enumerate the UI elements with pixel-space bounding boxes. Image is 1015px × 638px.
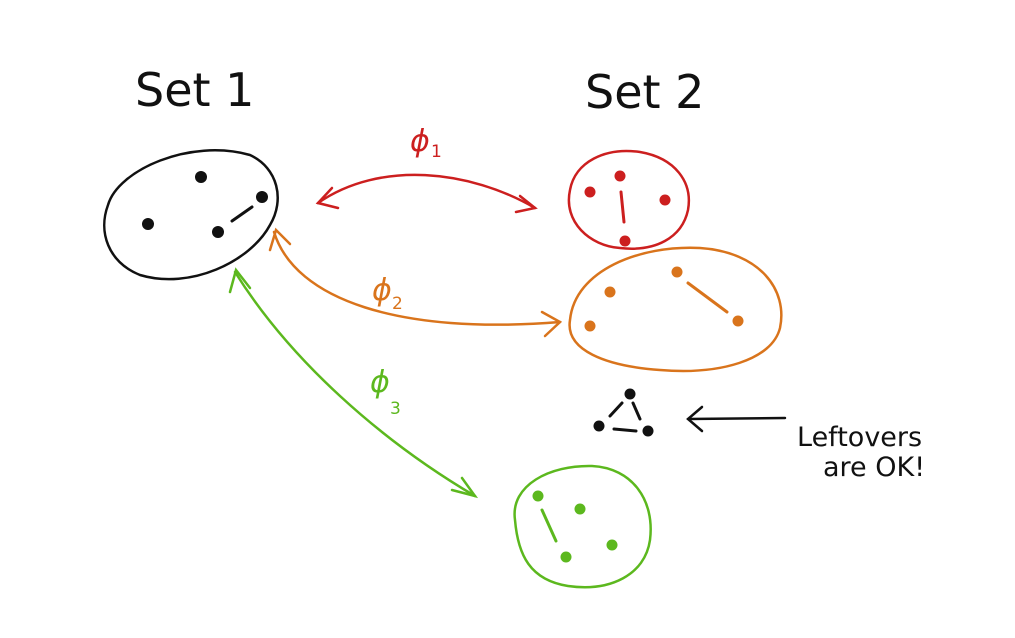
- leftover-node: [624, 388, 636, 400]
- set1-node: [256, 191, 268, 203]
- green-node: [606, 539, 618, 551]
- set1-node: [142, 218, 154, 230]
- leftover-arrow-line: [686, 416, 787, 421]
- orange-node: [732, 315, 744, 327]
- phi2-arrow-head-top: [268, 227, 292, 252]
- orange-subgraph: [568, 246, 783, 373]
- orange-node: [584, 320, 596, 332]
- red-edge: [619, 190, 626, 224]
- red-node: [614, 170, 626, 182]
- red-node: [619, 235, 631, 247]
- set2-title: Set 2: [585, 65, 704, 119]
- orange-edge: [686, 281, 729, 314]
- green-boundary: [513, 464, 652, 589]
- leftover-node: [642, 425, 654, 437]
- phi1-arrow-head-left: [315, 186, 340, 210]
- phi3-subscript: 3: [390, 399, 401, 419]
- green-node: [574, 503, 586, 515]
- leftover-arrow-head: [686, 405, 704, 433]
- phi1-label: ϕ: [410, 124, 430, 159]
- phi1-subscript: 1: [431, 142, 442, 162]
- leftover-graph: [593, 388, 654, 437]
- orange-node: [604, 286, 616, 298]
- note-line2: are OK!: [823, 452, 925, 483]
- red-node: [584, 186, 596, 198]
- leftover-node: [593, 420, 605, 432]
- phi3-arrow: [228, 267, 479, 499]
- orange-boundary: [568, 246, 783, 373]
- phi2-arrow-line: [272, 230, 562, 326]
- red-node: [659, 194, 671, 206]
- note-line1: Leftovers: [797, 422, 922, 453]
- leftover-arrow: [686, 405, 787, 433]
- red-boundary: [567, 149, 691, 250]
- leftover-edge: [612, 427, 638, 433]
- leftover-edge: [631, 401, 642, 421]
- green-node: [532, 490, 544, 502]
- set1-boundary: [103, 149, 279, 281]
- phi1-arrow: [315, 173, 538, 214]
- set1-edge: [230, 205, 254, 223]
- set1-node: [195, 171, 207, 183]
- phi2-arrow: [268, 227, 563, 338]
- green-node: [560, 551, 572, 563]
- set1-title: Set 1: [135, 63, 254, 117]
- phi2-subscript: 2: [392, 294, 403, 314]
- phi1-arrow-head-right: [514, 194, 538, 214]
- set1-node: [212, 226, 224, 238]
- phi1-arrow-line: [316, 173, 537, 210]
- phi3-arrow-head-bottom: [450, 476, 479, 499]
- green-subgraph: [513, 464, 652, 589]
- orange-node: [671, 266, 683, 278]
- phi2-label: ϕ: [372, 273, 392, 308]
- phi3-arrow-line: [233, 270, 477, 498]
- set1-graph: [103, 149, 279, 281]
- phi3-arrow-head-top: [228, 267, 252, 294]
- green-edge: [540, 508, 558, 543]
- phi2-arrow-head-right: [540, 310, 563, 338]
- phi3-label: ϕ: [370, 365, 390, 400]
- leftover-edge: [608, 401, 624, 418]
- red-subgraph: [567, 149, 691, 250]
